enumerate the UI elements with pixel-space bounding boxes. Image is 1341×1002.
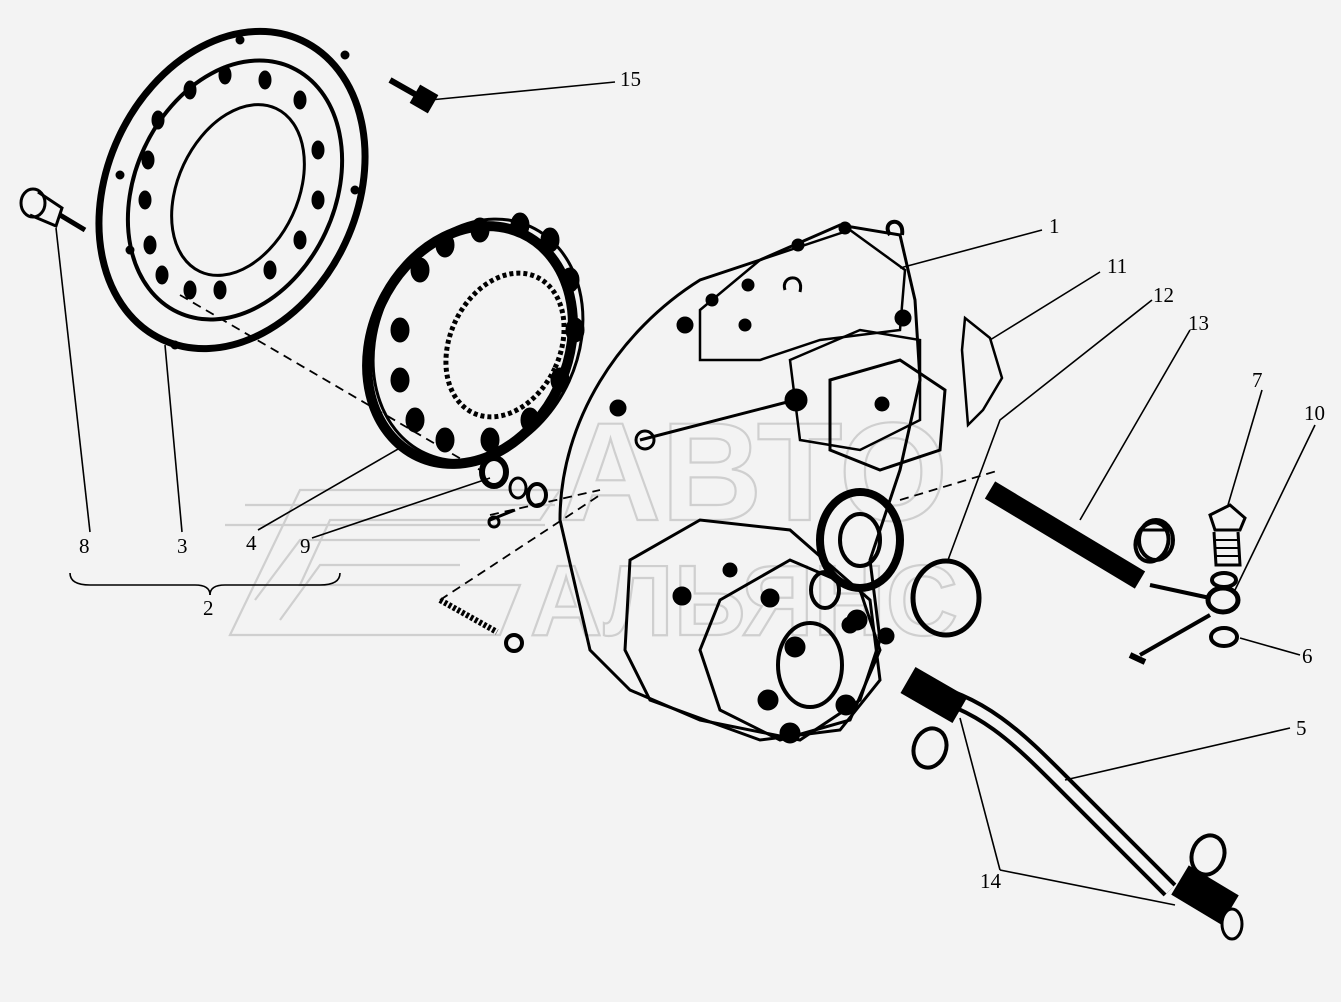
callout-13: 13 [1188,311,1209,335]
callout-7: 7 [1252,368,1263,392]
callout-11: 11 [1107,254,1127,278]
part-9-bolt-washer-nut [438,455,548,653]
watermark: АВТО АЛЬЯНС [225,392,959,658]
leader-lines [55,81,1316,906]
part-12-o-ring [910,558,982,638]
part-8-bolt [19,187,87,233]
callout-12: 12 [1153,283,1174,307]
callout-3: 3 [177,534,188,558]
part-7-banjo-bolt [1208,503,1247,589]
part-5-hose [900,667,1244,941]
part-13-tube [984,479,1175,589]
callout-5: 5 [1296,716,1307,740]
part-10-banjo-fitting [1128,583,1241,665]
part-14-hose-clamps [911,520,1227,877]
callout-6: 6 [1302,644,1313,668]
callout-9: 9 [300,534,311,558]
callout-4: 4 [246,531,257,555]
assembly-axis-lines [179,294,1001,601]
part-11-gasket [960,315,1004,428]
part-15-bolt [388,77,439,114]
part-1-gearbox-housing [558,219,947,744]
callout-14: 14 [980,869,1002,893]
callout-labels: 1 2 3 4 5 6 7 8 9 10 11 12 13 14 15 [79,67,1325,893]
callout-1: 1 [1049,214,1060,238]
callout-8: 8 [79,534,90,558]
callout-15: 15 [620,67,641,91]
callout-2: 2 [203,596,214,620]
part-3-flange-plate [95,27,369,353]
callout-10: 10 [1304,401,1325,425]
